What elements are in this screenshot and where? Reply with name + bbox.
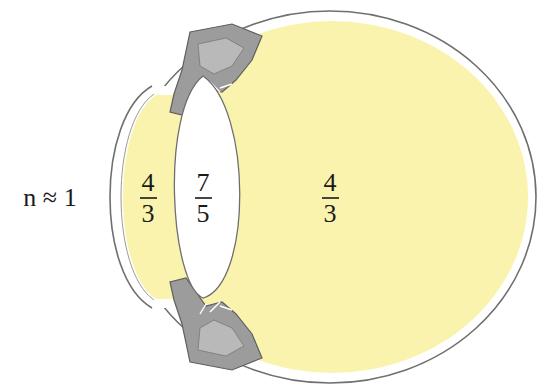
sclera <box>124 11 536 383</box>
index-numerator: 7 <box>197 170 210 196</box>
medium-index: n ≈ 1 <box>23 185 76 211</box>
index-denominator: 3 <box>324 201 337 227</box>
ciliary-muscle <box>198 38 244 74</box>
ciliary-muscle <box>198 320 244 356</box>
fraction-bar <box>140 197 339 199</box>
index-numerator: 4 <box>142 170 155 196</box>
index-numerator: 4 <box>324 170 337 196</box>
cornea-inner <box>121 94 154 300</box>
index-denominator: 5 <box>197 201 210 227</box>
vitreous-body <box>136 21 528 373</box>
lens <box>174 76 239 298</box>
ciliary-body <box>170 278 262 370</box>
aqueous-humour <box>123 95 180 299</box>
index-denominator: 3 <box>142 201 155 227</box>
